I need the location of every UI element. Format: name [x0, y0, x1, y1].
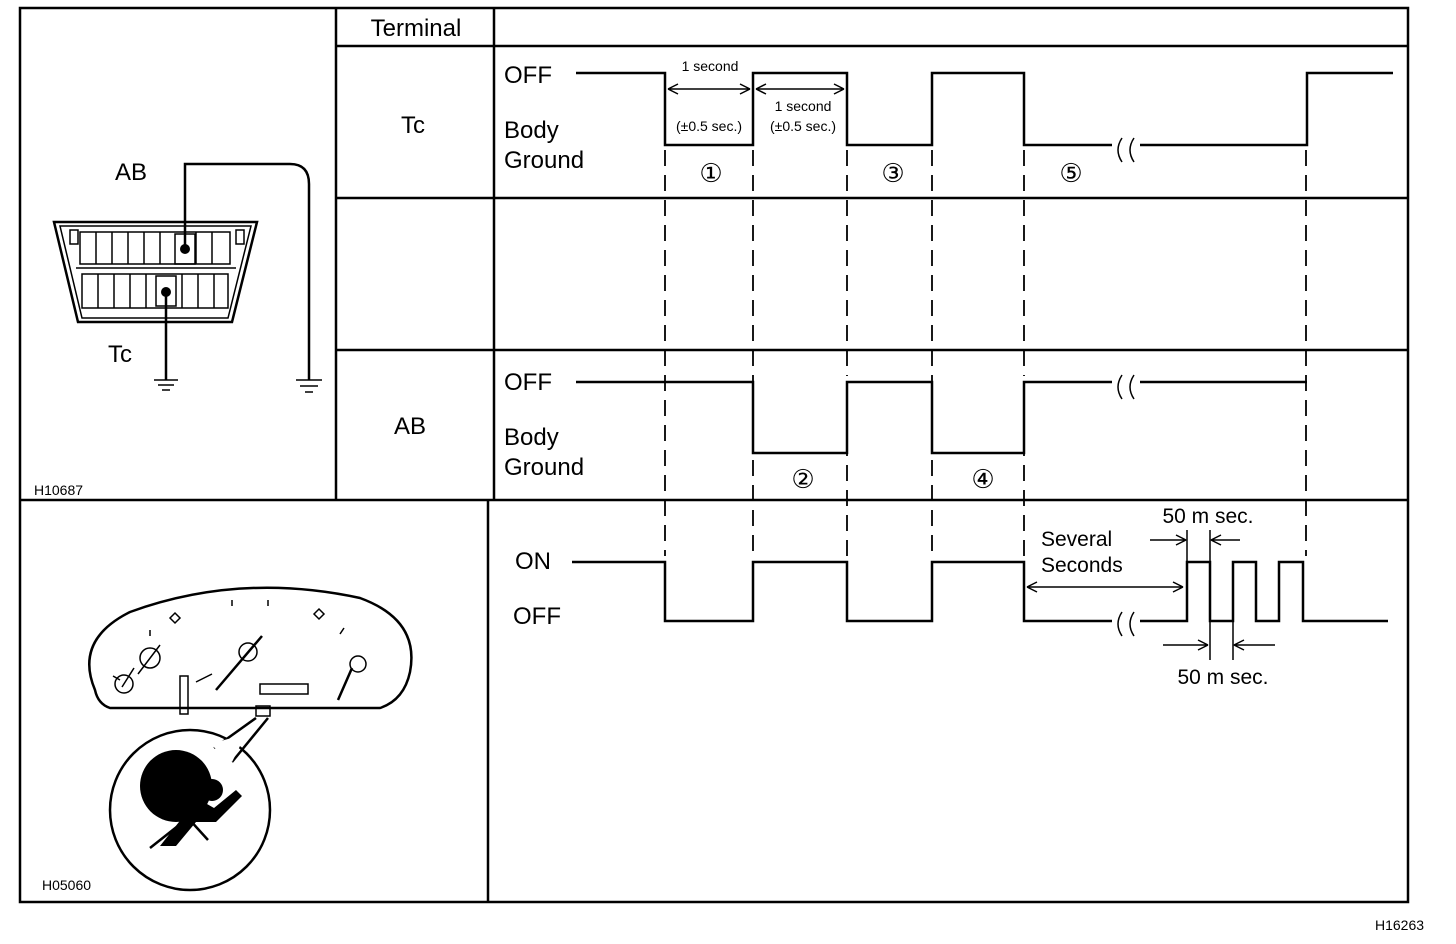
several-label: Several: [1041, 528, 1112, 551]
tc-row-label: Tc: [401, 112, 425, 139]
seconds-label: Seconds: [1041, 554, 1123, 577]
ab-row-label: AB: [394, 413, 426, 440]
tc-pin-label: Tc: [108, 341, 132, 368]
tolerance-label-b: (±0.5 sec.): [770, 118, 836, 134]
lamp-on-label: ON: [515, 548, 551, 575]
step-2: ②: [791, 464, 814, 494]
combination-meter: [88, 586, 413, 717]
step-3: ③: [881, 158, 904, 188]
one-second-arrow-a: [667, 83, 751, 95]
several-seconds-arrow: [1026, 581, 1184, 593]
tolerance-brackets: [752, 116, 848, 140]
dlc-connector: AB Tc H10687: [34, 159, 322, 498]
lamp-waveform: [572, 560, 1388, 623]
lamp-break-mark: [1117, 611, 1135, 637]
connector-shell: [52, 220, 259, 324]
connector-code: H10687: [34, 482, 83, 498]
one-second-label-a: 1 second: [682, 58, 739, 74]
tc-ground-label: Ground: [504, 147, 584, 174]
tc-break-mark: [1117, 137, 1135, 163]
ms-bottom-arrows: [1163, 621, 1275, 660]
one-second-arrow-b: [755, 83, 845, 95]
ab-break-mark: [1117, 374, 1135, 400]
ab-body-label: Body: [504, 424, 559, 451]
tolerance-label-a: (±0.5 sec.): [676, 118, 742, 134]
step-5: ⑤: [1059, 158, 1082, 188]
timing-guides: [664, 150, 1307, 614]
airbag-warning-icon: [108, 716, 272, 892]
ab-pin-label: AB: [115, 159, 147, 186]
tc-waveform: [576, 71, 1393, 147]
ms-top-arrows: [1150, 530, 1240, 562]
ab-ground-label: Ground: [504, 454, 584, 481]
ab-off-label: OFF: [504, 369, 552, 396]
ms-bottom-label: 50 m sec.: [1177, 666, 1268, 689]
step-4: ④: [971, 464, 994, 494]
tc-off-label: OFF: [504, 62, 552, 89]
figure-code: H16263: [1375, 917, 1424, 933]
ms-top-label: 50 m sec.: [1162, 505, 1253, 528]
tc-body-label: Body: [504, 117, 559, 144]
lamp-off-label: OFF: [513, 603, 561, 630]
cluster-code: H05060: [42, 877, 91, 893]
ab-waveform: [576, 380, 1307, 455]
terminal-header: Terminal: [371, 15, 462, 42]
step-1: ①: [699, 158, 722, 188]
one-second-label-b: 1 second: [775, 98, 832, 114]
table-frame: [18, 6, 1410, 904]
